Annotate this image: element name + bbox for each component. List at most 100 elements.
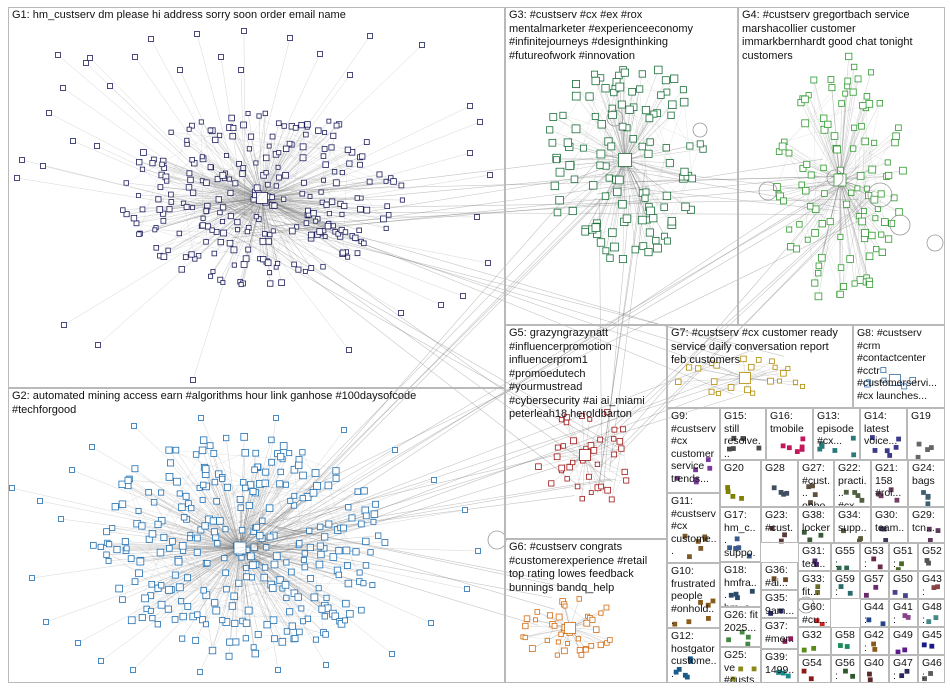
vertex[interactable]	[360, 487, 368, 495]
vertex[interactable]	[644, 248, 653, 257]
vertex[interactable]	[234, 218, 241, 226]
vertex[interactable]	[303, 220, 310, 226]
vertex[interactable]	[324, 222, 332, 230]
vertex[interactable]	[366, 178, 373, 185]
vertex[interactable]	[159, 161, 165, 168]
vertex[interactable]	[850, 124, 858, 131]
vertex[interactable]	[184, 603, 192, 610]
vertex[interactable]	[250, 644, 257, 651]
vertex[interactable]	[273, 183, 279, 189]
vertex[interactable]	[611, 436, 617, 442]
vertex[interactable]	[566, 464, 573, 471]
vertex[interactable]	[613, 187, 622, 197]
vertex[interactable]	[201, 465, 210, 473]
vertex[interactable]	[214, 540, 221, 547]
vertex[interactable]	[603, 604, 610, 611]
vertex[interactable]	[352, 234, 359, 241]
vertex[interactable]	[176, 490, 183, 497]
vertex[interactable]	[367, 549, 374, 556]
vertex[interactable]	[299, 154, 307, 162]
vertex[interactable]	[843, 200, 851, 208]
vertex[interactable]	[332, 474, 340, 482]
vertex[interactable]	[602, 247, 610, 255]
vertex[interactable]	[317, 550, 325, 559]
vertex[interactable]	[399, 197, 405, 203]
vertex[interactable]	[103, 528, 111, 536]
vertex[interactable]	[217, 209, 223, 216]
vertex[interactable]	[555, 167, 565, 177]
vertex[interactable]	[253, 523, 261, 531]
vertex[interactable]	[548, 138, 557, 147]
vertex[interactable]	[667, 111, 675, 119]
vertex[interactable]	[861, 229, 869, 237]
vertex[interactable]	[244, 228, 251, 235]
vertex[interactable]	[591, 112, 599, 120]
vertex[interactable]	[251, 649, 260, 658]
vertex[interactable]	[260, 573, 268, 582]
vertex[interactable]	[579, 144, 587, 152]
vertex[interactable]	[866, 280, 874, 288]
vertex[interactable]	[302, 268, 308, 274]
vertex[interactable]	[138, 614, 146, 622]
vertex[interactable]	[123, 180, 129, 186]
vertex[interactable]	[555, 613, 563, 621]
vertex[interactable]	[398, 182, 405, 189]
vertex[interactable]	[240, 165, 247, 171]
vertex[interactable]	[299, 471, 307, 480]
vertex[interactable]	[111, 503, 119, 511]
vertex[interactable]	[213, 498, 220, 505]
vertex[interactable]	[372, 500, 380, 508]
vertex[interactable]	[356, 227, 362, 234]
vertex[interactable]	[130, 214, 138, 222]
vertex[interactable]	[570, 459, 576, 466]
vertex[interactable]	[591, 76, 600, 86]
vertex[interactable]	[261, 479, 269, 487]
vertex[interactable]	[299, 190, 306, 197]
vertex[interactable]	[385, 212, 392, 218]
vertex[interactable]	[252, 449, 260, 457]
vertex[interactable]	[769, 358, 775, 365]
vertex[interactable]	[572, 80, 580, 89]
vertex[interactable]	[175, 583, 184, 592]
vertex[interactable]	[863, 93, 871, 100]
vertex[interactable]	[878, 231, 885, 238]
vertex[interactable]	[842, 90, 849, 97]
vertex[interactable]	[190, 205, 195, 211]
vertex[interactable]	[295, 461, 303, 470]
vertex[interactable]	[308, 231, 315, 239]
vertex[interactable]	[601, 192, 610, 200]
vertex[interactable]	[607, 142, 616, 151]
vertex[interactable]	[344, 579, 353, 588]
vertex[interactable]	[828, 84, 836, 92]
vertex[interactable]	[786, 226, 793, 233]
vertex[interactable]	[870, 195, 879, 204]
vertex[interactable]	[154, 621, 161, 628]
vertex[interactable]	[670, 74, 679, 83]
vertex[interactable]	[225, 652, 233, 660]
vertex[interactable]	[298, 121, 305, 129]
vertex[interactable]	[97, 543, 104, 550]
vertex[interactable]	[607, 637, 613, 643]
vertex[interactable]	[621, 468, 628, 476]
vertex[interactable]	[616, 438, 624, 445]
vertex[interactable]	[131, 578, 139, 585]
vertex[interactable]	[292, 124, 299, 131]
vertex[interactable]	[571, 91, 581, 101]
vertex[interactable]	[618, 445, 625, 452]
vertex[interactable]	[849, 88, 857, 96]
vertex[interactable]	[301, 179, 307, 186]
vertex[interactable]	[362, 562, 370, 569]
vertex[interactable]	[895, 124, 902, 131]
vertex[interactable]	[306, 527, 313, 534]
vertex[interactable]	[660, 203, 668, 211]
vertex[interactable]	[623, 477, 630, 484]
vertex[interactable]	[164, 178, 170, 184]
vertex[interactable]	[166, 545, 173, 552]
vertex[interactable]	[339, 249, 346, 256]
vertex[interactable]	[558, 464, 566, 472]
vertex[interactable]	[300, 556, 307, 563]
hub-vertex[interactable]	[618, 153, 632, 167]
vertex[interactable]	[568, 206, 577, 216]
hub-vertex[interactable]	[233, 541, 247, 555]
vertex[interactable]	[271, 202, 278, 209]
